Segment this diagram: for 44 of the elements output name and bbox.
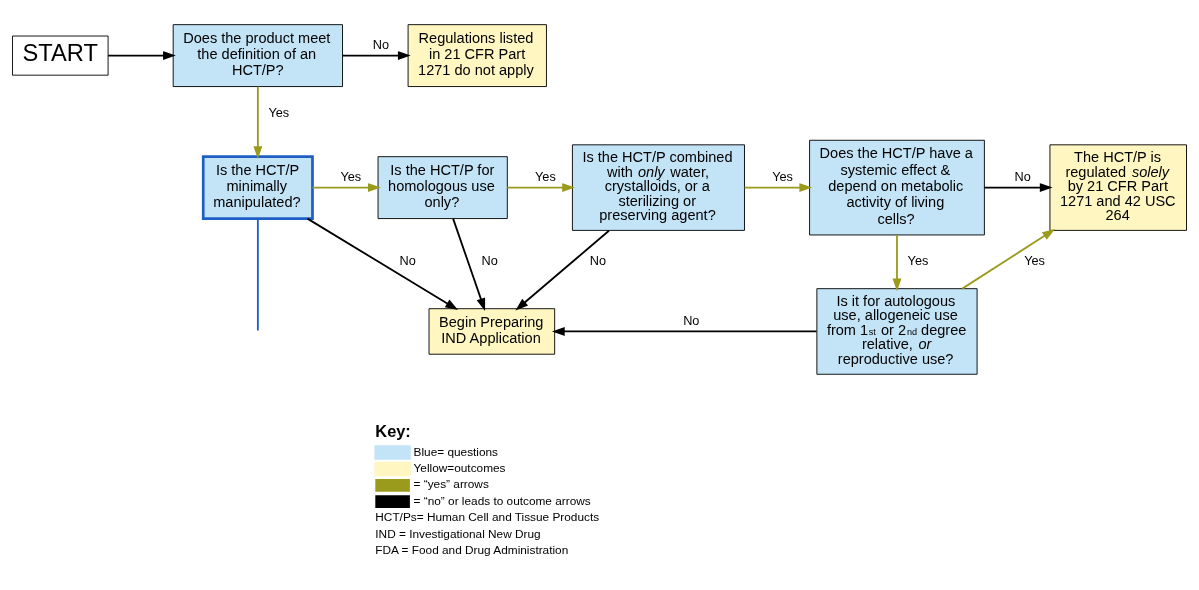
label: IND = Investigational New Drug [375,526,541,541]
arrow [306,217,458,310]
node-box: START [12,35,109,76]
arrow [983,182,1053,192]
edge-label: Yes [340,168,362,184]
edge-label: Yes [1024,252,1045,268]
arrow [892,233,902,291]
arrow [107,50,176,60]
arrow [253,85,263,159]
arrow [311,182,381,192]
edge-label: No [683,312,700,328]
label: FDA = Food and Drug Administration [375,542,569,557]
node-box: Is the HCT/P combined with only water, crystalloids, or a sterilizing or preserving agent? [571,143,745,231]
node-box: Is the HCT/P minimally manipulated? [201,154,314,220]
node-box: Regulations listed in 21 CFR Part 1271 do not apply [407,23,547,87]
connector [256,217,259,331]
edge-label: No [589,252,607,268]
arrow [551,326,818,336]
arrow [452,217,486,311]
edge-label: Yes [772,168,793,184]
edge-label: No [481,252,498,268]
label: HCT/Ps= Human Cell and Tissue Products [375,509,600,524]
arrow [515,229,610,310]
arrow [506,182,575,192]
legend-label: Yellow=outcomes [413,460,506,475]
edge-label: Yes [907,252,929,268]
edge-label: Yes [268,104,290,120]
node-box: Is the HCT/P for homologous use only? [377,155,508,219]
legend-label: = “yes” arrows [413,476,489,491]
edge-label: No [1014,168,1031,184]
edge-label: No [399,252,416,268]
node-box: Does the HCT/P have a systemic effect & depend on metabolic activity of living cells? [809,139,985,235]
edge-label: No [372,36,390,52]
edge-label: Yes [535,168,556,184]
node-box: The HCT/P is regulated solely by 21 CFR Part 1271 and 42 USC 264 [1049,143,1187,231]
legend-label: Blue= questions [413,444,499,459]
label: Key: [375,421,411,440]
node-box: Begin Preparing IND Application [428,307,556,355]
arrow [743,182,813,192]
arrow [341,50,411,60]
legend-label: = “no” or leads to outcome arrows [413,493,591,508]
node-box: Is it for autologous use, allogeneic use from 1st or 2nd degree relative, or reproductive use? [816,287,978,375]
arrow [961,228,1056,290]
node-box: Does the product meet the definition of an HCT/P? [172,23,343,87]
